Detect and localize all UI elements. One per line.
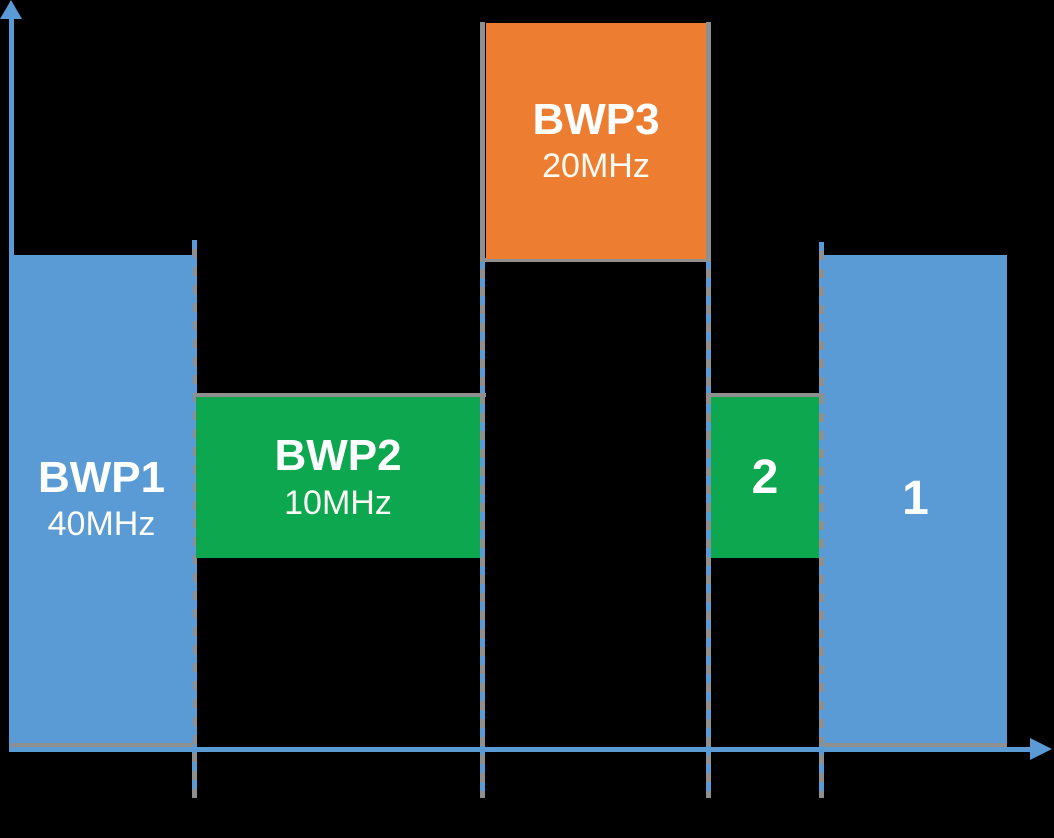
boundary-line-1 xyxy=(192,240,197,798)
boundary-line-2-upper xyxy=(480,22,485,260)
bwp3-bottom-border xyxy=(480,258,711,262)
bwp2-repeat-block: 2 xyxy=(711,397,819,558)
bwp1-label: BWP1 xyxy=(37,452,166,502)
bwp2-repeat-top-border xyxy=(706,393,824,397)
boundary-line-3-upper xyxy=(706,22,711,260)
boundary-line-4 xyxy=(819,242,824,798)
axis-arrow-up-icon xyxy=(0,0,22,19)
bwp2-block: BWP2 10MHz xyxy=(196,397,480,558)
bwp2-label: BWP2 xyxy=(274,431,402,481)
boundary-line-3 xyxy=(706,260,711,798)
time-axis-line xyxy=(9,747,1035,752)
bwp1-repeat-label: 1 xyxy=(902,472,929,525)
bwp3-block: BWP3 20MHz xyxy=(486,23,706,259)
bwp1-bandwidth: 40MHz xyxy=(47,505,156,544)
bwp2-bandwidth: 10MHz xyxy=(284,483,392,522)
boundary-line-2 xyxy=(480,260,485,798)
bwp1-block: BWP1 40MHz xyxy=(10,255,193,747)
bwp1-repeat-block: 1 xyxy=(824,255,1007,747)
bwp2-top-border xyxy=(192,393,486,397)
bwp2-repeat-label: 2 xyxy=(751,450,779,504)
axis-arrow-right-icon xyxy=(1030,738,1052,760)
bwp3-bandwidth: 20MHz xyxy=(542,147,650,186)
bwp3-label: BWP3 xyxy=(532,94,660,144)
